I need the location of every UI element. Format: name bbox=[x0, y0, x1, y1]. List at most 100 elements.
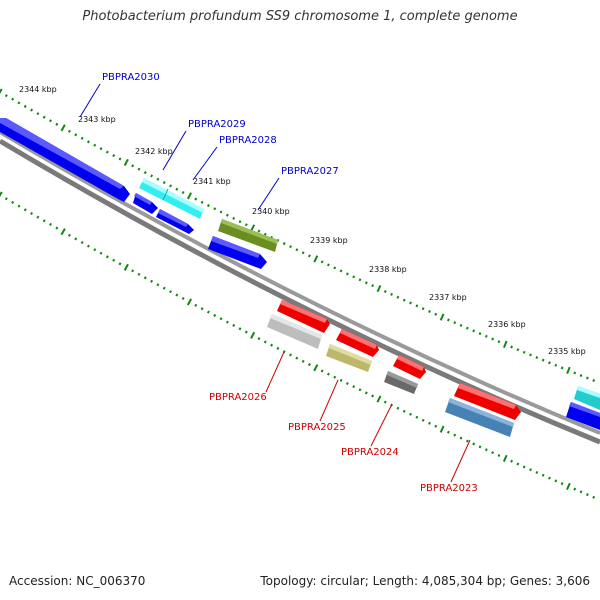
cds-feature[interactable] bbox=[566, 402, 600, 430]
tick-mark bbox=[68, 129, 71, 133]
cds-feature[interactable] bbox=[156, 209, 194, 234]
tick-mark bbox=[257, 229, 261, 233]
cds-feature[interactable] bbox=[133, 193, 158, 214]
tick-mark bbox=[472, 442, 476, 446]
tick-mark bbox=[447, 430, 450, 434]
tick-mark bbox=[453, 433, 457, 437]
tick-mark bbox=[118, 157, 122, 161]
tick-mark bbox=[308, 254, 311, 258]
tick-mark bbox=[213, 207, 217, 211]
tick-mark bbox=[238, 327, 242, 331]
gene-label[interactable]: PBPRA2030 bbox=[102, 72, 160, 83]
gene-label[interactable]: PBPRA2025 bbox=[288, 422, 346, 433]
genome-summary: Topology: circular; Length: 4,085,304 bp… bbox=[260, 574, 590, 588]
tick-mark bbox=[439, 313, 445, 321]
tick-mark bbox=[415, 415, 419, 419]
tick-mark bbox=[263, 232, 267, 236]
tick-mark bbox=[453, 321, 457, 325]
tick-mark bbox=[200, 200, 204, 204]
tick-mark bbox=[529, 468, 532, 472]
tick-mark bbox=[390, 292, 393, 296]
leader-line bbox=[319, 379, 339, 422]
khaki-feature[interactable] bbox=[326, 344, 372, 372]
tick-mark bbox=[150, 174, 154, 178]
gene-label[interactable]: PBPRA2029 bbox=[188, 119, 246, 130]
tick-mark bbox=[566, 366, 571, 375]
tick-mark bbox=[439, 425, 445, 433]
tick-mark bbox=[502, 340, 508, 348]
tick-mark bbox=[376, 284, 382, 293]
cds-feature[interactable] bbox=[336, 329, 379, 357]
dimgray-feature[interactable] bbox=[384, 371, 418, 394]
tick-mark bbox=[352, 385, 356, 389]
tick-mark bbox=[270, 343, 274, 347]
cyan-feature[interactable] bbox=[574, 386, 600, 410]
cds-feature[interactable] bbox=[0, 118, 130, 202]
tick-mark bbox=[573, 487, 577, 491]
tick-mark bbox=[333, 266, 337, 270]
tick-mark bbox=[333, 375, 337, 379]
tick-mark bbox=[276, 346, 280, 350]
cds-feature[interactable] bbox=[208, 236, 267, 269]
tick-mark bbox=[143, 276, 147, 280]
tick-mark bbox=[402, 409, 406, 413]
tick-mark bbox=[472, 329, 476, 333]
tick-mark bbox=[4, 94, 8, 98]
cds-feature[interactable] bbox=[277, 300, 330, 333]
tick-mark bbox=[313, 255, 319, 263]
tick-mark bbox=[17, 204, 21, 208]
forward-features bbox=[0, 118, 600, 430]
tick-mark bbox=[175, 293, 179, 297]
tick-mark bbox=[131, 164, 135, 168]
tick-mark bbox=[459, 323, 463, 327]
tick-mark bbox=[250, 331, 256, 339]
tick-mark bbox=[175, 187, 179, 191]
tick-mark bbox=[200, 307, 204, 311]
leader-line bbox=[162, 130, 187, 171]
tick-mark bbox=[554, 363, 558, 367]
tick-mark bbox=[364, 391, 368, 395]
cds-feature[interactable] bbox=[393, 355, 426, 379]
tick-mark bbox=[244, 223, 248, 227]
tick-mark bbox=[55, 226, 59, 230]
tick-mark bbox=[194, 197, 198, 201]
leader-line bbox=[192, 146, 218, 181]
gene-label[interactable]: PBPRA2027 bbox=[281, 166, 339, 177]
tick-mark bbox=[42, 219, 46, 223]
olive-feature[interactable] bbox=[218, 219, 278, 252]
tick-mark bbox=[11, 97, 15, 101]
ruler-label: 2338 kbp bbox=[369, 265, 407, 274]
silver-feature[interactable] bbox=[267, 314, 322, 349]
tick-mark bbox=[313, 364, 319, 372]
tick-mark bbox=[459, 436, 463, 440]
tick-mark bbox=[11, 200, 15, 204]
tick-mark bbox=[421, 418, 425, 422]
steelblue-feature[interactable] bbox=[445, 398, 514, 437]
tick-mark bbox=[123, 263, 129, 271]
tick-mark bbox=[327, 263, 330, 267]
cds-feature[interactable] bbox=[454, 383, 521, 420]
tick-mark bbox=[522, 350, 526, 354]
tick-mark bbox=[573, 371, 577, 375]
tick-mark bbox=[206, 204, 210, 208]
ruler-label: 2337 kbp bbox=[429, 293, 467, 302]
tick-mark bbox=[345, 272, 349, 276]
tick-mark bbox=[4, 197, 8, 201]
tick-mark bbox=[383, 289, 387, 293]
reverse-features bbox=[267, 300, 521, 437]
tick-mark bbox=[529, 353, 532, 357]
gene-label[interactable]: PBPRA2028 bbox=[219, 135, 277, 146]
tick-mark bbox=[396, 295, 400, 299]
tick-mark bbox=[219, 317, 223, 321]
tick-mark bbox=[548, 361, 551, 365]
tick-mark bbox=[150, 279, 154, 283]
gene-label[interactable]: PBPRA2026 bbox=[209, 392, 267, 403]
gene-label[interactable]: PBPRA2024 bbox=[341, 447, 399, 458]
gene-label[interactable]: PBPRA2023 bbox=[420, 483, 478, 494]
tick-mark bbox=[592, 379, 596, 382]
tick-mark bbox=[137, 167, 141, 171]
cyan-feature[interactable] bbox=[139, 178, 204, 219]
tick-mark bbox=[295, 248, 299, 252]
tick-mark bbox=[0, 191, 3, 197]
tick-mark bbox=[516, 462, 520, 466]
